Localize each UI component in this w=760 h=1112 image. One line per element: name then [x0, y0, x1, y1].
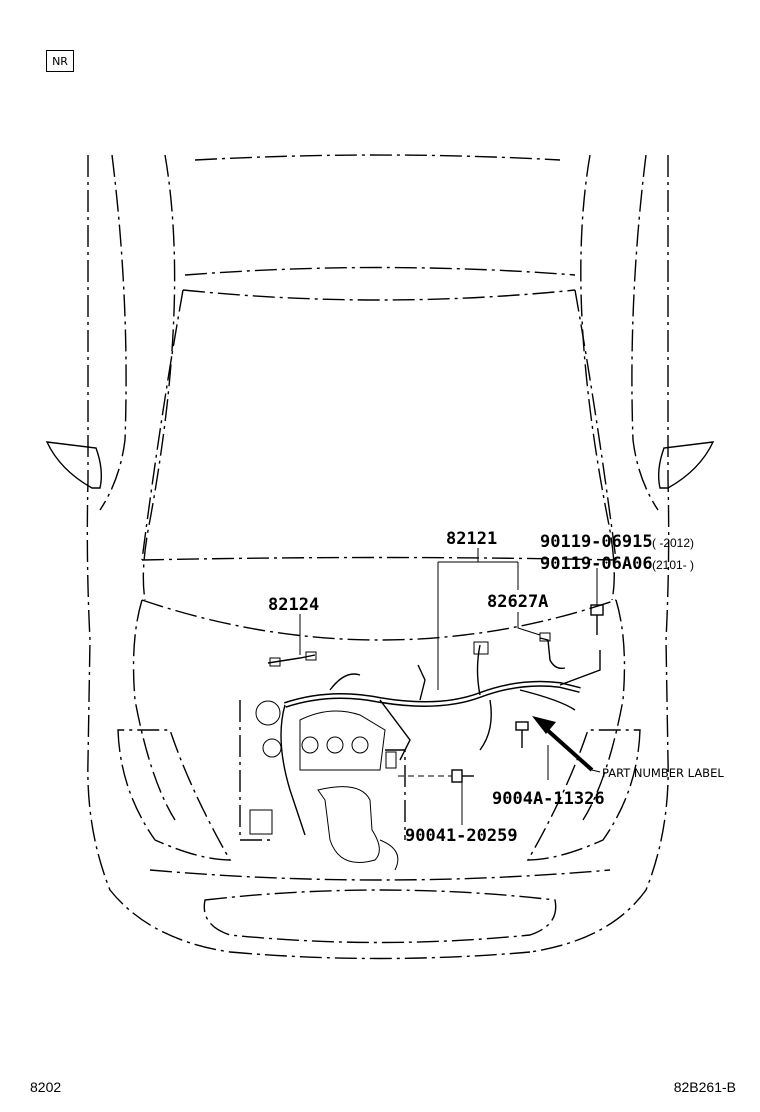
clip-9004A	[515, 721, 549, 780]
left-mirror	[45, 441, 103, 489]
part-number-label-note: PART NUMBER LABEL	[602, 766, 724, 780]
callout-bolt-a-range: ( -2012)	[652, 536, 694, 550]
page-code: 8202	[30, 1079, 62, 1095]
harness-bundle	[267, 632, 601, 836]
callout-clip-9004A: 9004A-11326	[492, 789, 605, 809]
callout-82627A: 82627A	[487, 592, 548, 612]
callout-82124: 82124	[268, 595, 319, 615]
figure-code: 82B261-B	[673, 1079, 736, 1095]
vehicle-outline	[86, 154, 670, 960]
callout-bolt-90041: 90041-20259	[405, 826, 518, 846]
engine-assembly	[239, 700, 406, 871]
region-badge: NR	[46, 50, 74, 72]
callout-bolt-b-range: (2101- )	[652, 558, 694, 572]
callout-bolt-b: 90119-06A06	[540, 554, 653, 574]
leader-lines	[299, 548, 601, 773]
callout-bolt-a: 90119-06915	[540, 532, 653, 552]
callout-82121: 82121	[446, 529, 497, 549]
right-mirror	[657, 441, 715, 489]
bolt-90041	[398, 769, 474, 825]
